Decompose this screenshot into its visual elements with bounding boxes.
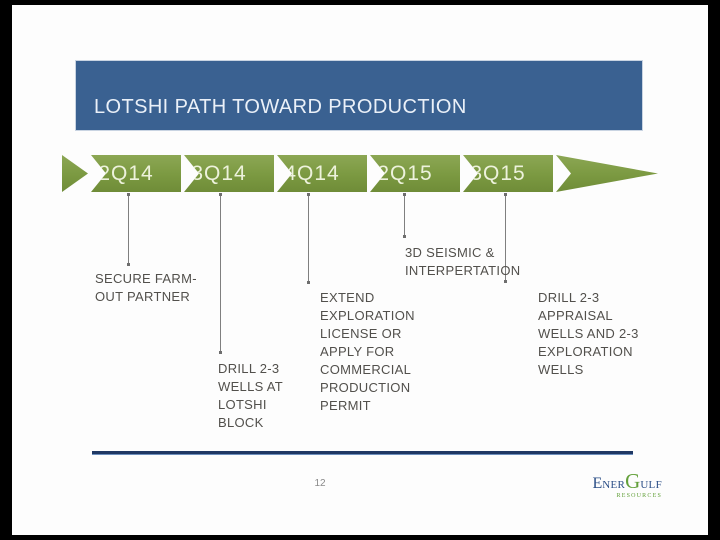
timeline-lead-arrow-icon xyxy=(62,155,88,192)
timeline-band: 2Q14 3Q14 4Q14 2Q15 3Q15 xyxy=(62,155,658,192)
energulf-logo: ENERGULF RESOURCES xyxy=(570,469,662,500)
title-bar: LOTSHI PATH TOWARD PRODUCTION xyxy=(75,60,643,131)
milestone-label-2q14: SECURE FARM-OUT PARTNER xyxy=(95,271,197,304)
timeline-reflection: 2Q14 3Q14 4Q14 2Q15 3Q15 xyxy=(62,195,658,241)
timeline-chevron-2q15: 2Q15 xyxy=(370,155,460,192)
page-number: 12 xyxy=(314,478,326,489)
footer-divider xyxy=(92,451,633,455)
chevron-label: 3Q14 xyxy=(191,161,247,185)
milestone-label-3q14: DRILL 2-3 WELLS AT LOTSHI BLOCK xyxy=(218,361,283,430)
chevron-label: 2Q15 xyxy=(377,161,433,185)
timeline-tail-arrow-icon xyxy=(556,155,658,192)
chevron-label: 2Q14 xyxy=(98,161,154,185)
connector-line-4q14 xyxy=(307,193,310,284)
logo-tagline: RESOURCES xyxy=(616,493,662,499)
connector-line-3q15 xyxy=(504,193,507,283)
milestone-label-2q15: 3D SEISMIC & INTERPERTATION xyxy=(405,245,521,278)
connector-line-2q14 xyxy=(127,193,130,266)
logo-wordmark: ENERGULF xyxy=(592,469,662,493)
chevron-label: 3Q15 xyxy=(470,161,526,185)
timeline-chevron-4q14: 4Q14 xyxy=(277,155,367,192)
connector-line-2q15 xyxy=(403,193,406,238)
timeline-chevron-3q15: 3Q15 xyxy=(463,155,553,192)
slide-canvas: LOTSHI PATH TOWARD PRODUCTION 2Q14 3Q14 … xyxy=(12,5,708,535)
milestone-label-3q15: DRILL 2-3 APPRAISAL WELLS AND 2-3 EXPLOR… xyxy=(538,290,639,377)
timeline-chevron-3q14: 3Q14 xyxy=(184,155,274,192)
chevron-label: 4Q14 xyxy=(284,161,340,185)
page-title: LOTSHI PATH TOWARD PRODUCTION xyxy=(94,96,467,118)
milestone-label-4q14: EXTEND EXPLORATION LICENSE OR APPLY FOR … xyxy=(320,290,415,413)
timeline-chevron-2q14: 2Q14 xyxy=(91,155,181,192)
connector-line-3q14 xyxy=(219,193,222,354)
